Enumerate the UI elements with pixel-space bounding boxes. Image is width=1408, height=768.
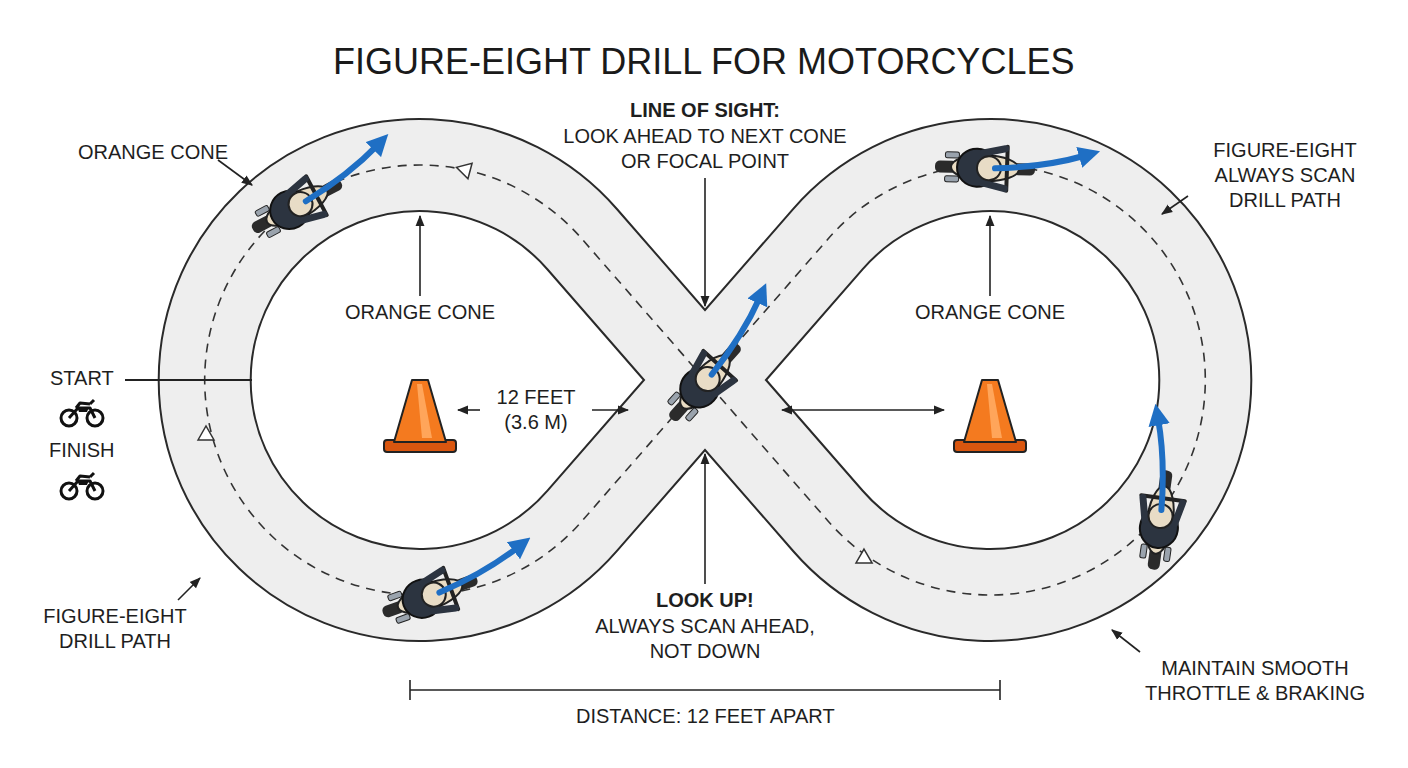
callout-text: ALWAYS SCAN AHEAD, NOT DOWN	[580, 614, 830, 664]
callout-heading: LINE OF SIGHT:	[630, 98, 780, 123]
dimension-label: DISTANCE: 12 FEET APART	[576, 704, 835, 729]
callout-heading: LOOK UP!	[656, 588, 754, 613]
motorcycle-icon	[61, 400, 103, 426]
motorcycle-icon	[61, 473, 103, 499]
track	[205, 165, 1206, 595]
orange-cone	[384, 380, 456, 452]
path-label: FIGURE-EIGHT ALWAYS SCAN DRILL PATH	[1200, 138, 1370, 213]
cone-label: ORANGE CONE	[345, 300, 495, 325]
orange-cone	[954, 380, 1026, 452]
motorcycles	[243, 140, 1196, 634]
leader-lines	[178, 160, 1188, 652]
callout-text: MAINTAIN SMOOTH THROTTLE & BRAKING	[1135, 656, 1375, 706]
cone-label: ORANGE CONE	[78, 140, 228, 165]
cone-label: ORANGE CONE	[915, 300, 1065, 325]
path-label: FIGURE-EIGHT DRILL PATH	[30, 604, 200, 654]
finish-label: FINISH	[49, 438, 115, 463]
callout-text: LOOK AHEAD TO NEXT CONE OR FOCAL POINT	[555, 124, 855, 174]
start-line	[125, 379, 252, 381]
dimension-lines	[410, 410, 1000, 700]
start-label: START	[50, 366, 114, 391]
dimension-label: 12 FEET (3.6 M)	[486, 385, 586, 435]
title: FIGURE-EIGHT DRILL FOR MOTORCYCLES	[333, 40, 1074, 84]
